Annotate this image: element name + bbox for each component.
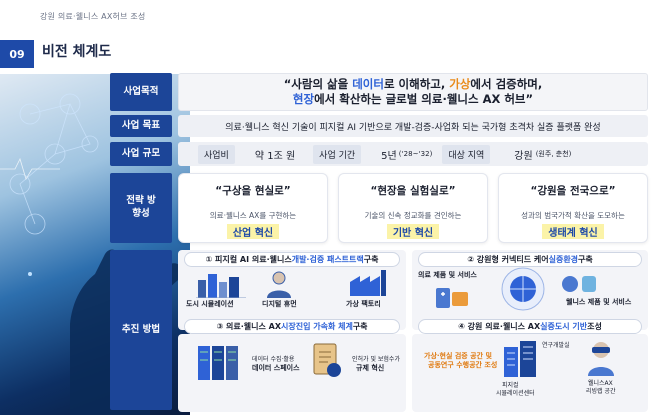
strategy-quote: “강원을 전국으로” xyxy=(530,185,616,197)
budget-key: 사업비 xyxy=(198,144,235,164)
digital-human-icon xyxy=(267,271,291,298)
research-building-icon xyxy=(504,341,536,377)
strategy-quote: “현장을 실험실로” xyxy=(370,185,456,197)
method-3-title: ③ 의료·웰니스 AX 시장진입 가속화 체계 구축 xyxy=(184,319,400,334)
strategy-highlight: 산업 혁신 xyxy=(226,224,280,239)
method-1-item: 도시 시뮬레이션 xyxy=(186,300,234,308)
method-3-item-main: 데이터 스페이스 xyxy=(252,364,300,372)
method-4-item: 리빙랩 공간 xyxy=(586,388,616,395)
purpose-text-2: 로 이해하고, xyxy=(383,77,450,91)
purpose-text-4: 에서 확산하는 글로벌 의료·웰니스 AX 허브” xyxy=(314,91,534,106)
method-1-suffix: 구축 xyxy=(363,255,379,264)
method-4-title: ④ 강원 의료·웰니스 AX 실증도시 기반 조성 xyxy=(418,319,642,334)
purpose-word-virtual: 가상 xyxy=(449,77,471,91)
city-simulation-icon xyxy=(196,274,246,298)
purpose-text-3: 에서 검증하며, xyxy=(470,77,543,91)
method-2-item: 의료 제품 및 서비스 xyxy=(418,271,477,279)
method-4-item: 피지컬 xyxy=(502,382,519,389)
strategy-highlight: 생태계 혁신 xyxy=(542,224,604,239)
strategy-card-2: “현장을 실험실로” 기술의 신속 정교화를 견인하는 기반 혁신 xyxy=(338,173,488,243)
method-4-caption-1: 가상·현실 검증 공간 및 xyxy=(424,352,492,360)
method-2-suffix: 구축 xyxy=(578,255,593,264)
method-4-bold: 실증도시 기반 xyxy=(540,322,588,331)
method-4-suffix: 조성 xyxy=(587,322,602,331)
purpose-text-1: “사람의 삶을 xyxy=(283,77,353,91)
row-label-scale: 사업 규모 xyxy=(110,142,172,166)
method-4-prefix: ④ 강원 의료·웰니스 AX xyxy=(458,322,541,331)
purpose-word-field: 현장 xyxy=(292,91,315,106)
virtual-factory-icon xyxy=(350,270,386,296)
data-server-icon xyxy=(198,346,238,380)
goal-text: 의료·웰니스 혁신 기술이 피지컬 AI 기반으로 개발-검증-사업화 되는 국… xyxy=(178,115,648,137)
strategy-card-1: “구상을 현실로” 의료·웰니스 AX를 구현하는 산업 혁신 xyxy=(178,173,328,243)
method-3-bold: 시장진입 가속화 체계 xyxy=(281,322,353,331)
method-2-bold: 실증환경 xyxy=(548,255,579,264)
regulation-document-icon xyxy=(313,343,341,377)
method-3-item-sub: 데이터 수집·활용 xyxy=(252,356,295,363)
method-2-prefix: ② 강원형 커넥티드 케어 xyxy=(467,255,549,264)
method-4-caption-2: 공동연구 수행공간 조성 xyxy=(428,361,498,369)
method-2-title: ② 강원형 커넥티드 케어 실증환경 구축 xyxy=(418,252,642,267)
method-3-item-main: 규제 혁신 xyxy=(356,364,385,372)
method-4-item: 연구개발실 xyxy=(542,342,570,349)
strategy-highlight: 기반 혁신 xyxy=(386,224,440,239)
region-key: 대상 지역 xyxy=(442,144,491,164)
strategy-desc: 성과의 범국가적 확산을 도모하는 xyxy=(521,211,625,220)
region-sub: (원주, 춘천) xyxy=(535,150,572,158)
strategy-desc: 기술의 신속 정교화를 견인하는 xyxy=(364,211,462,220)
vr-headset-person-icon xyxy=(588,342,614,376)
row-label-strategy: 전략 방향성 xyxy=(110,173,172,243)
method-3-item-sub: 인허가 및 보험수가 xyxy=(352,356,400,363)
strategy-card-3: “강원을 전국으로” 성과의 범국가적 확산을 도모하는 생태계 혁신 xyxy=(498,173,648,243)
strategy-desc: 의료·웰니스 AX를 구현하는 xyxy=(209,211,297,220)
purpose-statement: “사람의 삶을 데이터로 이해하고, 가상에서 검증하며, 현장에서 확산하는 … xyxy=(178,73,648,111)
period-years: (‘28~‘32) xyxy=(398,150,433,158)
row-label-goal: 사업 목표 xyxy=(110,115,172,137)
row-label-strategy-text: 전략 방향성 xyxy=(126,195,156,219)
method-3-prefix: ③ 의료·웰니스 AX xyxy=(216,322,281,331)
wellness-device-icon xyxy=(562,276,596,292)
connected-care-globe-icon xyxy=(501,267,545,311)
section-number: 09 xyxy=(0,40,34,68)
budget-value: 약 1조 원 xyxy=(254,150,296,162)
method-4-item: 웰니스AX xyxy=(588,380,613,387)
row-label-method: 추진 방법 xyxy=(110,250,172,410)
method-1-title: ① 피지컬 AI 의료·웰니스 개발·검증 패스트트랙 구축 xyxy=(184,252,400,267)
purpose-word-data: 데이터 xyxy=(352,77,384,91)
method-4-item: 시뮬레이션센터 xyxy=(496,390,535,397)
method-1-item: 디지털 휴먼 xyxy=(262,300,297,308)
strategy-quote: “구상을 현실로” xyxy=(215,185,291,197)
period-value: 5년 xyxy=(381,150,397,162)
method-1-prefix: ① 피지컬 AI 의료·웰니스 xyxy=(205,255,292,264)
method-1-item: 가상 팩토리 xyxy=(346,300,381,308)
method-3-suffix: 구축 xyxy=(352,322,368,331)
period-key: 사업 기간 xyxy=(313,144,362,164)
page-title: 비전 체계도 xyxy=(42,44,112,60)
method-1-bold: 개발·검증 패스트트랙 xyxy=(291,255,364,264)
region-value: 강원 xyxy=(514,150,533,162)
method-2-item: 웰니스 제품 및 서비스 xyxy=(566,298,632,306)
report-subtitle: 강원 의료·웰니스 AX허브 조성 xyxy=(40,12,146,21)
medical-device-icon xyxy=(436,288,468,308)
row-label-purpose: 사업목적 xyxy=(110,73,172,111)
scale-box: 사업비 약 1조 원 사업 기간 5년 (‘28~‘32) 대상 지역 강원 (… xyxy=(178,142,648,166)
